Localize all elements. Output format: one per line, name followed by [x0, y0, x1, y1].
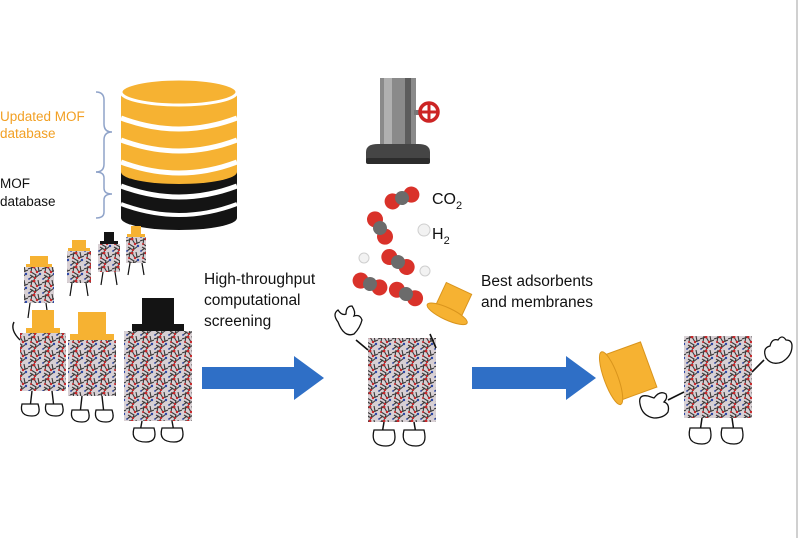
- large-mof-character-group: [12, 298, 192, 443]
- updated-mof-label-line1: Updated MOF: [0, 109, 85, 124]
- arrow-to-best: [472, 356, 596, 400]
- h2-label: H2: [432, 226, 450, 247]
- right-edge-divider: [796, 0, 798, 538]
- screening-label-line2: computational: [204, 292, 301, 309]
- mof-label-line2: database: [0, 194, 56, 209]
- database-braces: [95, 91, 113, 219]
- arrow-to-screening: [202, 356, 324, 400]
- co2-label: CO2: [432, 191, 462, 212]
- screening-mof-character: [334, 281, 473, 447]
- best-label-line1: Best adsorbents: [481, 273, 593, 290]
- small-mof-character-group: [24, 226, 146, 319]
- gas-molecules: [352, 186, 431, 307]
- mof-database-cylinder: [119, 77, 239, 230]
- screening-label-line1: High-throughput: [204, 271, 316, 288]
- mof-label-line1: MOF: [0, 176, 30, 191]
- updated-mof-label-line2: database: [0, 126, 56, 141]
- screening-label-line3: screening: [204, 313, 271, 330]
- valve-handle-icon: [418, 101, 440, 123]
- gas-pipe: [366, 78, 430, 164]
- best-mof-character: [598, 336, 793, 445]
- best-label-line2: and membranes: [481, 294, 593, 311]
